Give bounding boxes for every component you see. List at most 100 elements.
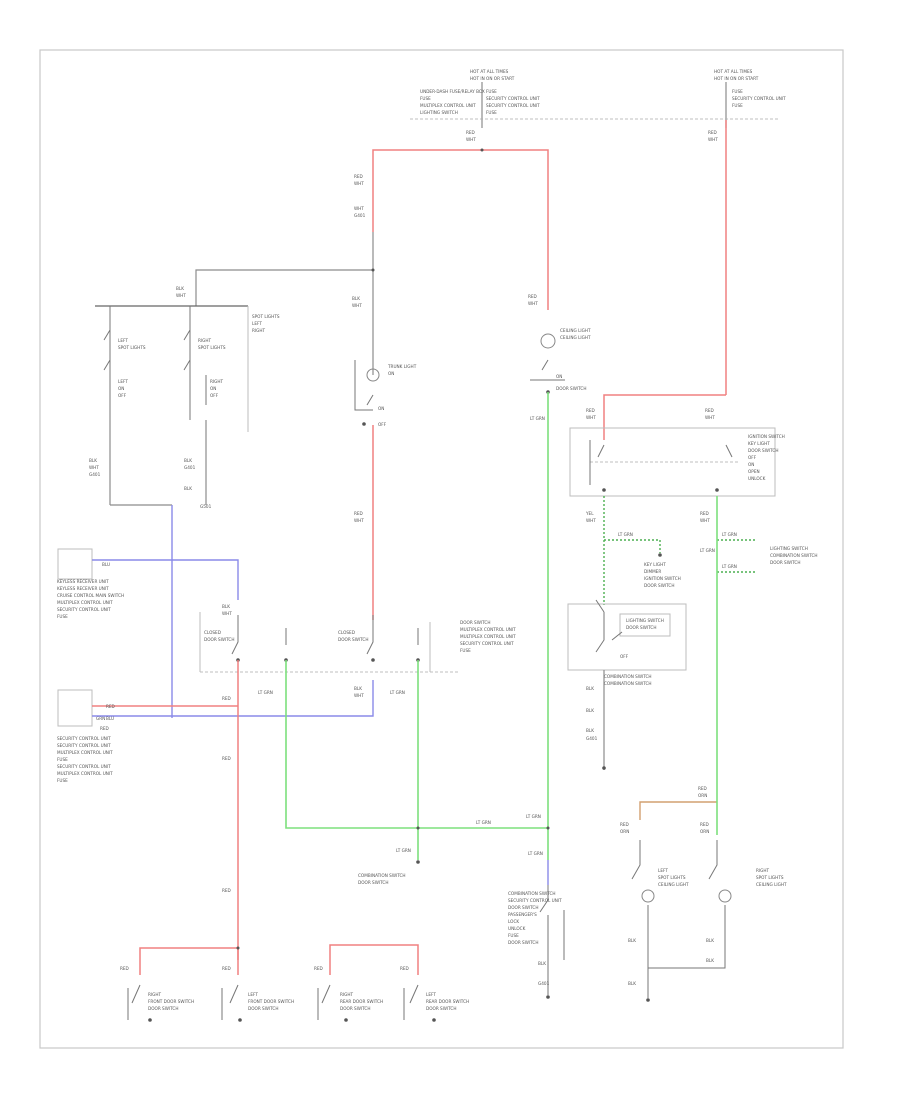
wire-label: SECURITY CONTROL UNIT [57, 736, 111, 741]
wire-label: BLK [184, 458, 192, 463]
wire-label: FUSE [420, 96, 431, 101]
wire-label: UNLOCK [748, 476, 766, 481]
wire-label: RIGHT [340, 992, 354, 997]
red-wire-front-door [139, 947, 239, 975]
green-wire-main [285, 660, 548, 829]
wire-label: ORN [700, 829, 709, 834]
wire-label: CLOSED [338, 630, 355, 635]
wire-label: SECURITY CONTROL UNIT [732, 96, 786, 101]
wire-label: FUSE [57, 778, 68, 783]
wire-label: WHT [586, 415, 596, 420]
wire-label: FUSE [460, 648, 471, 653]
wire-label: WHT [354, 181, 364, 186]
wire-label: FUSE [57, 757, 68, 762]
wire-label: RIGHT [756, 868, 770, 873]
keyless-receiver-unit: KEYLESS RECEIVER UNIT KEYLESS RECEIVER U… [57, 548, 124, 619]
door-switch-front-right: RED RIGHT FRONT DOOR SWITCH DOOR SWITCH [120, 966, 194, 1022]
wire-label: LT GRN [700, 548, 715, 553]
wire-label: RED [620, 822, 629, 827]
wire-label: DOOR SWITCH [338, 637, 368, 642]
wire-label: KEYLESS RECEIVER UNIT [57, 586, 109, 591]
wire-label: RIGHT [210, 379, 224, 384]
wire-label: LT GRN [722, 532, 737, 537]
wire-label: LIGHTING SWITCH [770, 546, 808, 551]
door-switch-front-left: RED LEFT FRONT DOOR SWITCH DOOR SWITCH [221, 966, 294, 1022]
wire-label: LEFT [248, 992, 258, 997]
wire-label: RED [222, 696, 231, 701]
wire-label: ON [556, 374, 562, 379]
wire-label: RED [222, 888, 231, 893]
wire-label: ORN [620, 829, 629, 834]
wire-label: RIGHT [148, 992, 162, 997]
wire-label: BLK [586, 708, 594, 713]
wire-label: HOT AT ALL TIMES [714, 69, 753, 74]
wire-label: LEFT [118, 338, 128, 343]
wire-label: BLU [102, 562, 110, 567]
wire-label: RED [400, 966, 409, 971]
wire-label: DOOR SWITCH [358, 880, 388, 885]
wire-label: WHT [354, 693, 364, 698]
wire-label: DOOR SWITCH [644, 583, 674, 588]
wire-label: BLK [706, 938, 714, 943]
wire-label: LEFT [426, 992, 436, 997]
wire-label: HOT AT ALL TIMES [470, 69, 509, 74]
wire-label: SECURITY CONTROL UNIT [508, 898, 562, 903]
wire-label: LEFT [118, 379, 128, 384]
wire-label: DOOR SWITCH [340, 1006, 370, 1011]
wire-label: SECURITY CONTROL UNIT [486, 96, 540, 101]
wire-label: BLK [222, 604, 230, 609]
wire-label: BLK [628, 981, 636, 986]
wire-label: SPOT LIGHTS [658, 875, 686, 880]
ignition-switch: IGNITION SWITCH KEY LIGHT DOOR SWITCH OF… [569, 427, 785, 497]
wire-label: RED [222, 966, 231, 971]
wire-label: RIGHT [252, 328, 266, 333]
wire-label: UNLOCK [508, 926, 526, 931]
wire-label: RED [698, 786, 707, 791]
wire-label: TRUNK LIGHT [387, 364, 417, 369]
wire-label: G401 [538, 981, 550, 986]
wire-label: BLK [184, 486, 192, 491]
red-wire-rear-door [329, 944, 419, 975]
wire-label: WHT [176, 293, 186, 298]
wire-label: LOCK [508, 919, 519, 924]
wire-label: DOOR SWITCH [748, 448, 778, 453]
power-source-hot-at-all-times: HOT AT ALL TIMES HOT IN ON OR START UNDE… [420, 69, 540, 128]
wire-label: LIGHTING SWITCH [420, 110, 458, 115]
wire-label: G401 [586, 736, 598, 741]
wire-label: RED [354, 174, 363, 179]
wire-label: SPOT LIGHTS [198, 345, 226, 350]
right-footwell-light: RED ORN RIGHT SPOT LIGHTS CEILING LIGHT … [648, 822, 787, 969]
wire-label: WHT [222, 611, 232, 616]
wire-label: KEY LIGHT [748, 441, 770, 446]
security-control-unit: SECURITY CONTROL UNIT SECURITY CONTROL U… [57, 689, 113, 783]
wire-label: MULTIPLEX CONTROL UNIT [460, 627, 516, 632]
wire-label: LT GRN [258, 690, 273, 695]
wire-label: RED [700, 822, 709, 827]
wire-label: ON [378, 406, 384, 411]
wire-label: IGNITION SWITCH [748, 434, 785, 439]
wire-label: BLK [89, 458, 97, 463]
spot-lights-assembly: SPOT LIGHTS LEFT RIGHT LEFT SPOT LIGHTS … [95, 305, 280, 432]
wire-label: RIGHT [198, 338, 212, 343]
wire-label: WHT [354, 518, 364, 523]
wire-label: RED [700, 511, 709, 516]
wire-label: DOOR SWITCH [770, 560, 800, 565]
wire-label: FUSE [486, 110, 497, 115]
wire-label: BLK [706, 958, 714, 963]
wire-label: LT GRN [390, 690, 405, 695]
wire-label: RED [528, 294, 537, 299]
wire-label: SECURITY CONTROL UNIT [57, 607, 111, 612]
door-switch-rear-left: RED LEFT REAR DOOR SWITCH DOOR SWITCH [400, 966, 469, 1022]
wire-label: HOT IN ON OR START [714, 76, 759, 81]
wire-label: DOOR SWITCH [148, 1006, 178, 1011]
wire-label: SECURITY CONTROL UNIT [57, 743, 111, 748]
door-lock-switch: LT GRN COMBINATION SWITCH SECURITY CONTR… [508, 851, 565, 960]
wire-label: WHT [352, 303, 362, 308]
wire-label: SECURITY CONTROL UNIT [486, 103, 540, 108]
wire-label: BLK [354, 686, 362, 691]
wire-label: MULTIPLEX CONTROL UNIT [57, 600, 113, 605]
wire-label: BLK [538, 961, 546, 966]
wire-label: SPOT LIGHTS [252, 314, 280, 319]
trunk-light: TRUNK LIGHT ON ON OFF [354, 360, 417, 427]
